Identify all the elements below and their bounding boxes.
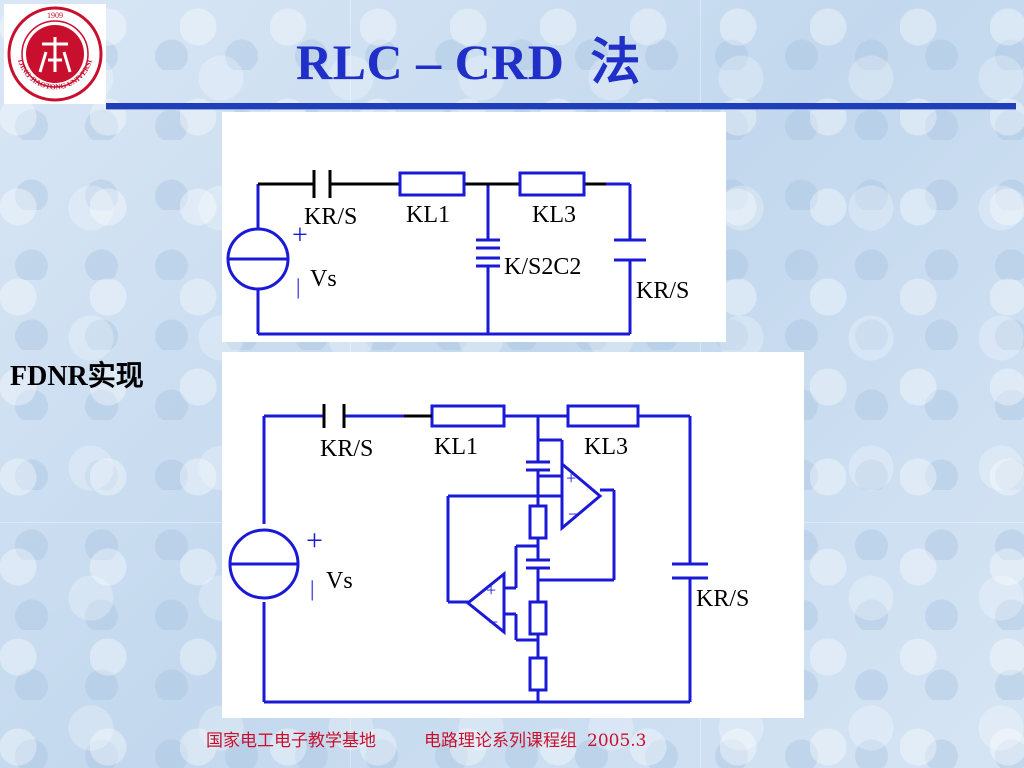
footer: 国家电工电子教学基地 电路理论系列课程组 2005.3 [206, 726, 646, 751]
shunt-capacitor-symbol [672, 562, 708, 580]
opamp-symbol [560, 460, 603, 532]
logo-year-text: 1909 [47, 11, 63, 20]
section-label-fdnr: FDNR实现 [10, 361, 144, 392]
page-title: RLC – CRD 法 [296, 34, 641, 90]
fdnr-resistor-symbol [528, 504, 548, 540]
resistor-kl1-symbol [430, 404, 506, 428]
footer-group: 电路理论系列课程组 [424, 731, 577, 751]
label-source-minus: | [296, 274, 300, 299]
resistor-kl3-symbol [518, 171, 586, 197]
footer-date: 2005.3 [587, 731, 647, 751]
circuit-fdnr-svg: + − + − KR/S KL1 KL3 KR/S + | Vs [228, 404, 749, 704]
label-source-plus: + [306, 524, 323, 557]
series-capacitor-symbol [322, 404, 346, 428]
opamp-minus: − [488, 612, 498, 632]
footer-org: 国家电工电子教学基地 [206, 731, 376, 751]
label-source-minus: | [310, 576, 314, 601]
fdnr-resistor-symbol [528, 600, 548, 636]
fdnr-resistor-symbol [528, 656, 548, 692]
label-fdnr: K/S2C2 [504, 254, 581, 280]
series-capacitor-symbol [312, 170, 332, 198]
opamp-symbol [465, 570, 506, 636]
label-source-plus: + [292, 220, 308, 251]
label-series-cap: KR/S [304, 204, 357, 230]
resistor-kl1-symbol [398, 171, 466, 197]
label-series-cap: KR/S [320, 436, 373, 462]
circuit-diagram-rlc: KR/S KL1 KL3 K/S2C2 KR/S + | Vs [222, 112, 726, 342]
fdnr-capacitor-symbol [526, 460, 550, 570]
university-logo: 1909 BEIJING JIAOTONG UNIVERSITY [1, 0, 106, 104]
label-source: Vs [326, 568, 353, 594]
opamp-minus: − [568, 504, 578, 524]
shunt-capacitor-symbol [614, 238, 646, 262]
resistor-kl3-symbol [566, 404, 640, 428]
header-divider-thin [106, 109, 1016, 110]
header-divider [106, 103, 1016, 109]
opamp-plus: + [566, 468, 576, 488]
opamp-plus: + [486, 580, 496, 600]
circuit-rlc-svg: KR/S KL1 KL3 K/S2C2 KR/S + | Vs [226, 170, 689, 336]
label-kl1: KL1 [406, 202, 450, 228]
label-kl1: KL1 [434, 434, 478, 460]
label-kl3: KL3 [532, 202, 576, 228]
label-kl3: KL3 [584, 434, 628, 460]
label-shunt-cap: KR/S [696, 586, 749, 612]
label-source: Vs [310, 266, 337, 292]
fdnr-symbol [476, 238, 500, 268]
label-shunt-cap: KR/S [636, 278, 689, 304]
circuit-diagram-fdnr: + − + − KR/S KL1 KL3 KR/S + | Vs [222, 352, 804, 718]
